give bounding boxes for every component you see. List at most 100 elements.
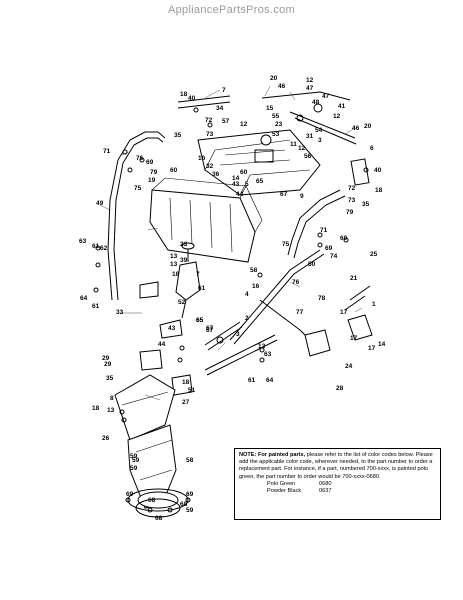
painted-parts-note: NOTE: For painted parts, please refer to…	[234, 448, 441, 520]
callout: 63	[79, 238, 87, 245]
callout: 12	[258, 343, 266, 350]
callout: 75	[134, 185, 142, 192]
callout: 44	[236, 191, 244, 198]
callout: 40	[374, 167, 382, 174]
right-handle-tube	[287, 158, 370, 259]
callout: 60	[170, 167, 178, 174]
callout: 61	[92, 303, 100, 310]
callout: 71	[103, 148, 111, 155]
callout: 48	[312, 99, 320, 106]
callout: 56	[304, 153, 312, 160]
callout: 69	[325, 245, 333, 252]
callout: 46	[352, 125, 360, 132]
callout: 6	[370, 145, 374, 152]
callout: 20	[270, 75, 278, 82]
note-body: please refer to the list of color codes …	[239, 452, 433, 480]
right-chute-crank	[304, 285, 373, 357]
callout: 41	[338, 103, 346, 110]
callout: 79	[346, 209, 354, 216]
callout: 43	[232, 181, 240, 188]
callout: 9	[300, 193, 304, 200]
callout: 61	[248, 377, 256, 384]
color-code: 0680	[319, 480, 332, 487]
callout: 51	[188, 387, 196, 394]
callout: 23	[275, 121, 283, 128]
callout: 3	[318, 137, 322, 144]
callout: 64	[80, 295, 88, 302]
callout: 13	[170, 261, 178, 268]
callout: 64	[266, 377, 274, 384]
callout: 20	[364, 123, 372, 130]
callout: 4	[245, 291, 249, 298]
callout: 68	[180, 501, 188, 508]
callout: 71	[320, 227, 328, 234]
callout: 2	[245, 315, 249, 322]
callout: 33	[116, 309, 124, 316]
callout: 27	[182, 399, 190, 406]
callout: 14	[378, 341, 386, 348]
callout: 53	[272, 131, 280, 138]
callout: 16	[198, 155, 206, 162]
control-panel	[197, 129, 321, 196]
callout: 65	[256, 178, 264, 185]
callout: 13	[107, 407, 115, 414]
callout: 25	[370, 251, 378, 258]
callout: 59	[186, 507, 194, 514]
callout: 18	[180, 91, 188, 98]
callout: 7	[222, 87, 226, 94]
callout: 69	[146, 159, 154, 166]
callout: 61	[198, 285, 206, 292]
callout: 13	[170, 253, 178, 260]
color-name: Polo Green	[267, 480, 296, 487]
callout: 26	[102, 435, 110, 442]
discharge-chute	[114, 374, 181, 518]
callout: 65	[196, 317, 204, 324]
callout: 15	[266, 105, 274, 112]
callout: 67	[206, 327, 214, 334]
callout: 72	[348, 185, 356, 192]
callout: 76	[292, 279, 300, 286]
callout: 35	[174, 132, 182, 139]
callout: 1	[372, 301, 376, 308]
callout: 58	[250, 267, 258, 274]
callout: 14	[232, 175, 240, 182]
callout: 43	[168, 325, 176, 332]
color-code-row: Powder Black 0637	[267, 488, 436, 495]
color-name: Powder Black	[267, 488, 302, 495]
callout: 35	[362, 201, 370, 208]
callout: 59	[130, 465, 138, 472]
callout: 21	[350, 275, 358, 282]
site-watermark: AppliancePartsPros.com	[167, 4, 296, 16]
callout: 28	[336, 385, 344, 392]
callout: 59	[130, 453, 138, 460]
small-brackets	[139, 281, 193, 396]
callout: 34	[216, 105, 224, 112]
callout: 69	[126, 491, 134, 498]
callout: 69	[186, 491, 194, 498]
callout: 76	[136, 155, 144, 162]
leader-lines	[99, 85, 363, 401]
callout: 78	[318, 295, 326, 302]
callout: 8	[110, 395, 114, 402]
callout: 65	[196, 317, 204, 324]
upper-linkage-rods	[177, 91, 357, 145]
callout: 29	[102, 355, 110, 362]
callout: 52	[178, 299, 186, 306]
callout: 73	[348, 197, 356, 204]
lower-left-rod	[204, 334, 278, 376]
callout: 50	[308, 261, 316, 268]
lower-crank	[159, 319, 243, 351]
callout: 75	[282, 241, 290, 248]
fastener-marks	[93, 107, 369, 423]
callout: 67	[206, 325, 214, 332]
callout: 60	[240, 169, 248, 176]
callout: 12	[306, 77, 314, 84]
callout: 61	[92, 243, 100, 250]
spindle-assembly	[175, 242, 201, 319]
callout: 60	[340, 235, 348, 242]
callout: 17	[340, 309, 348, 316]
callout: 46	[278, 83, 286, 90]
callout: 57	[222, 118, 230, 125]
callout: 18	[92, 405, 100, 412]
